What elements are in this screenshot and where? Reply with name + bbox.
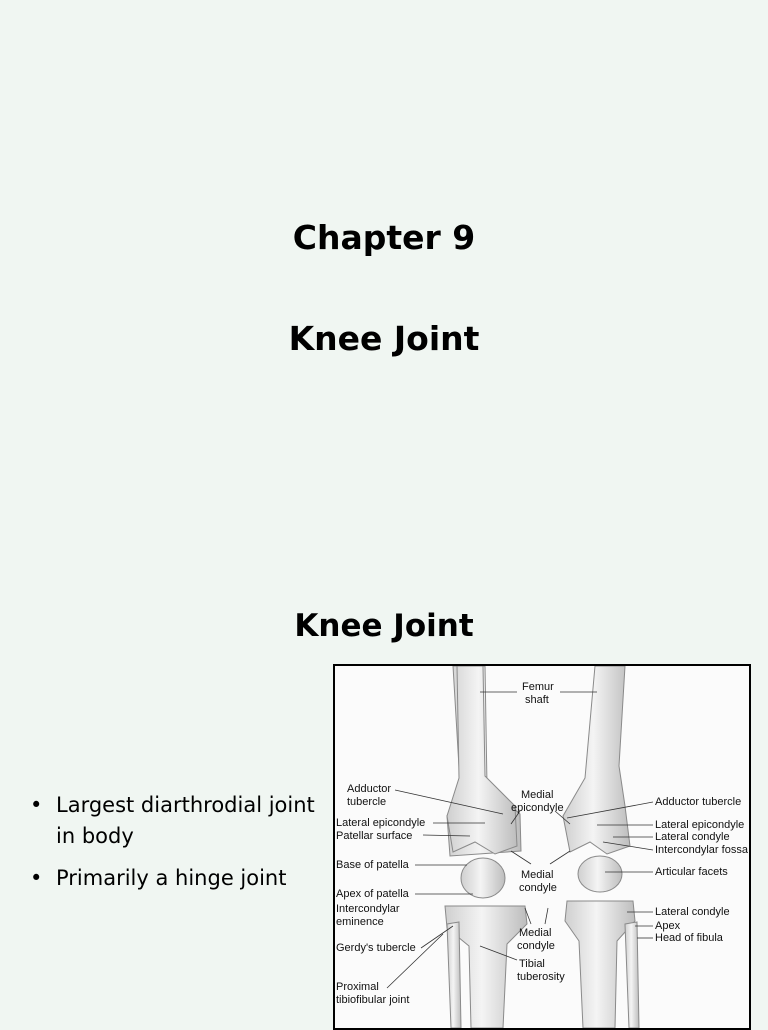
bullet-text: Largest diarthrodial joint in body	[56, 793, 315, 848]
label-lateral-condyle-tibia: Lateral condyle	[655, 906, 730, 918]
knee-anatomy-illustration: Femur shaft Adductor tubercle Medial epi…	[335, 666, 749, 1028]
left-fibula	[447, 922, 461, 1028]
label-gerdys-tubercle: Gerdy's tubercle	[336, 942, 416, 954]
label-medial-condyle-femur-2: condyle	[519, 882, 557, 894]
chapter-title: Chapter 9	[0, 218, 768, 258]
label-adductor-tubercle-right: Adductor tubercle	[655, 796, 741, 808]
label-tibial-tuberosity: Tibial	[519, 958, 545, 970]
label-shaft: shaft	[525, 694, 549, 706]
label-medial-condyle-tibia-2: condyle	[517, 940, 555, 952]
label-proximal-tibiofibular: Proximal	[336, 981, 379, 993]
right-fibula	[625, 922, 639, 1028]
label-intercondylar-eminence: Intercondylar	[336, 903, 400, 915]
bullet-dot-icon: •	[30, 863, 42, 894]
label-proximal-tibiofibular-2: tibiofibular joint	[336, 994, 409, 1006]
right-tibia	[565, 901, 635, 1028]
label-patellar-surface: Patellar surface	[336, 830, 412, 842]
right-patella	[578, 856, 622, 892]
label-intercondylar-fossa: Intercondylar fossa	[655, 844, 749, 856]
bullet-item: • Primarily a hinge joint	[28, 863, 318, 894]
bullet-dot-icon: •	[30, 790, 42, 821]
label-apex-of-patella: Apex of patella	[336, 888, 410, 900]
label-medial-condyle-femur: Medial	[521, 869, 553, 881]
label-apex: Apex	[655, 920, 681, 932]
bullet-list: • Largest diarthrodial joint in body • P…	[28, 790, 318, 905]
left-patella	[461, 858, 505, 898]
bullet-item: • Largest diarthrodial joint in body	[28, 790, 318, 852]
slide-title: Knee Joint	[0, 319, 768, 359]
label-adductor-tubercle-left-2: tubercle	[347, 796, 386, 808]
right-femur	[563, 666, 630, 854]
section-heading: Knee Joint	[0, 606, 768, 646]
label-articular-facets: Articular facets	[655, 866, 728, 878]
label-adductor-tubercle-left: Adductor	[347, 783, 391, 795]
label-base-of-patella: Base of patella	[336, 859, 410, 871]
label-lateral-epicondyle-left: Lateral epicondyle	[336, 817, 425, 829]
label-femur: Femur	[522, 681, 554, 693]
label-medial-epicondyle: Medial	[521, 789, 553, 801]
label-tibial-tuberosity-2: tuberosity	[517, 971, 565, 983]
label-head-of-fibula: Head of fibula	[655, 932, 724, 944]
left-femur	[447, 666, 517, 854]
label-medial-condyle-tibia: Medial	[519, 927, 551, 939]
label-intercondylar-eminence-2: eminence	[336, 916, 384, 928]
posterior-knee-bones	[563, 666, 639, 1028]
anterior-knee-bones	[445, 666, 527, 1028]
bullet-text: Primarily a hinge joint	[56, 866, 286, 890]
knee-anatomy-figure: Femur shaft Adductor tubercle Medial epi…	[333, 664, 751, 1030]
label-lateral-condyle-femur: Lateral condyle	[655, 831, 730, 843]
label-lateral-epicondyle-right: Lateral epicondyle	[655, 819, 744, 831]
label-medial-epicondyle-2: epicondyle	[511, 802, 564, 814]
